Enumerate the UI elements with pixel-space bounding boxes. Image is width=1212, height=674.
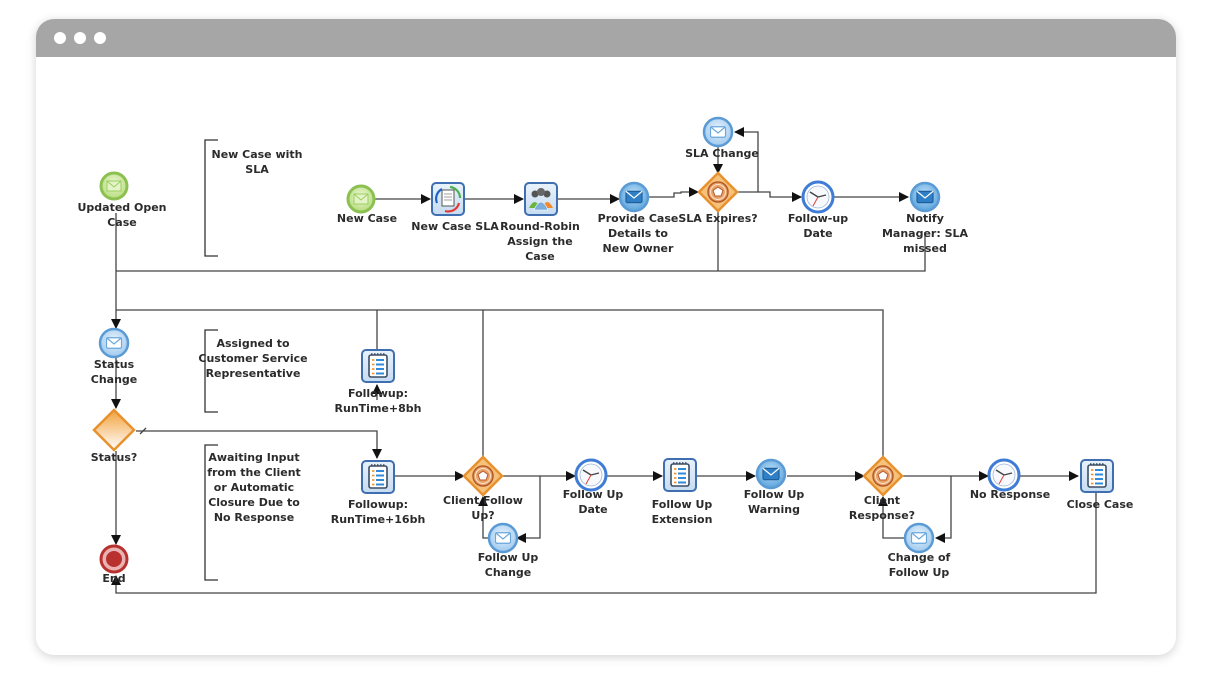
envelope-icon [709,126,727,138]
edge-slaexpires-loop-slachange [734,127,759,193]
provide-case-details-node[interactable] [618,181,650,213]
notify-manager-node[interactable] [909,181,941,213]
edge-mid-bus [116,309,884,458]
followup-16-label: Followup:RunTime+16bh [331,498,426,526]
envelope-filled-icon [916,190,934,204]
envelope-filled-icon [762,467,780,481]
status-gateway-node[interactable] [92,408,136,452]
checklist-icon [670,462,690,487]
no-response-node[interactable] [987,458,1021,492]
edge-clientfollowup-loop [516,476,541,543]
change-of-follow-up-node[interactable] [903,522,935,554]
browser-window [36,19,1176,655]
close-case-node[interactable] [1080,459,1114,493]
edge-slaexpires-to-followupdate [758,191,802,202]
envelope-icon [106,180,122,192]
clock-icon [579,463,603,487]
end-label: End [102,572,125,585]
sla-document-cycle-icon [435,185,462,213]
sla-change-node[interactable] [702,116,734,148]
event-based-gateway-icon [707,181,729,203]
envelope-icon [910,532,928,544]
round-robin-node[interactable] [524,182,558,216]
follow-up-change-node[interactable] [487,522,519,554]
new-case-sla-label: New Case SLA [411,220,499,233]
no-response-label: No Response [970,488,1050,501]
sla-expires-label: SLA Expires? [678,212,757,225]
client-follow-up-node[interactable] [462,455,504,497]
window-dot-2[interactable] [74,32,86,44]
followup-8-label: Followup:RunTime+8bh [335,387,422,415]
follow-up-warning-node[interactable] [755,458,787,490]
envelope-icon [105,337,123,349]
window-dot-3[interactable] [94,32,106,44]
annotation-bracket-new-case-sla [204,139,218,257]
edge-provide-to-slaexpires [649,187,699,198]
follow-up-date-top-node[interactable] [801,180,835,214]
checklist-icon [368,353,388,378]
edge-default-slash [139,427,147,435]
followup-16-node[interactable] [361,460,395,494]
clock-icon [992,463,1016,487]
new-case-label: New Case [337,212,397,225]
follow-up-extension-node[interactable] [663,458,697,492]
envelope-filled-icon [625,190,643,204]
edge-followupchange-to-gateway [478,496,489,539]
annotation-bracket-assigned-csr [204,329,218,413]
end-node[interactable] [99,544,129,574]
envelope-icon [353,193,369,205]
sla-expires-node[interactable] [697,171,739,213]
followup-8-node[interactable] [361,349,395,383]
new-case-sla-node[interactable] [431,182,465,216]
event-based-gateway-icon [472,465,494,487]
window-titlebar [36,19,1176,57]
client-response-node[interactable] [862,455,904,497]
status-gateway-label: Status? [91,451,138,464]
clock-icon [806,185,830,209]
gateway-diamond [92,408,136,452]
new-case-node[interactable] [346,184,376,214]
status-change-node[interactable] [98,327,130,359]
edge-clientresponse-loop [935,476,952,543]
edge-changeoffollowup-to-gateway [878,496,904,539]
window-dot-1[interactable] [54,32,66,44]
end-event-dot-icon [106,551,122,567]
sla-change-label: SLA Change [685,147,759,160]
event-based-gateway-icon [872,465,894,487]
checklist-icon [368,464,388,489]
edge-closecase-to-end [111,493,1097,594]
envelope-icon [494,532,512,544]
annotation-bracket-awaiting-input [204,444,218,581]
follow-up-date-node[interactable] [574,458,608,492]
close-case-label: Close Case [1067,498,1134,511]
updated-open-case-node[interactable] [99,171,129,201]
edge-gateway-to-followup16 [136,430,382,459]
edge-top-return-line [116,232,926,272]
checklist-icon [1087,463,1107,488]
users-group-icon [529,188,553,211]
